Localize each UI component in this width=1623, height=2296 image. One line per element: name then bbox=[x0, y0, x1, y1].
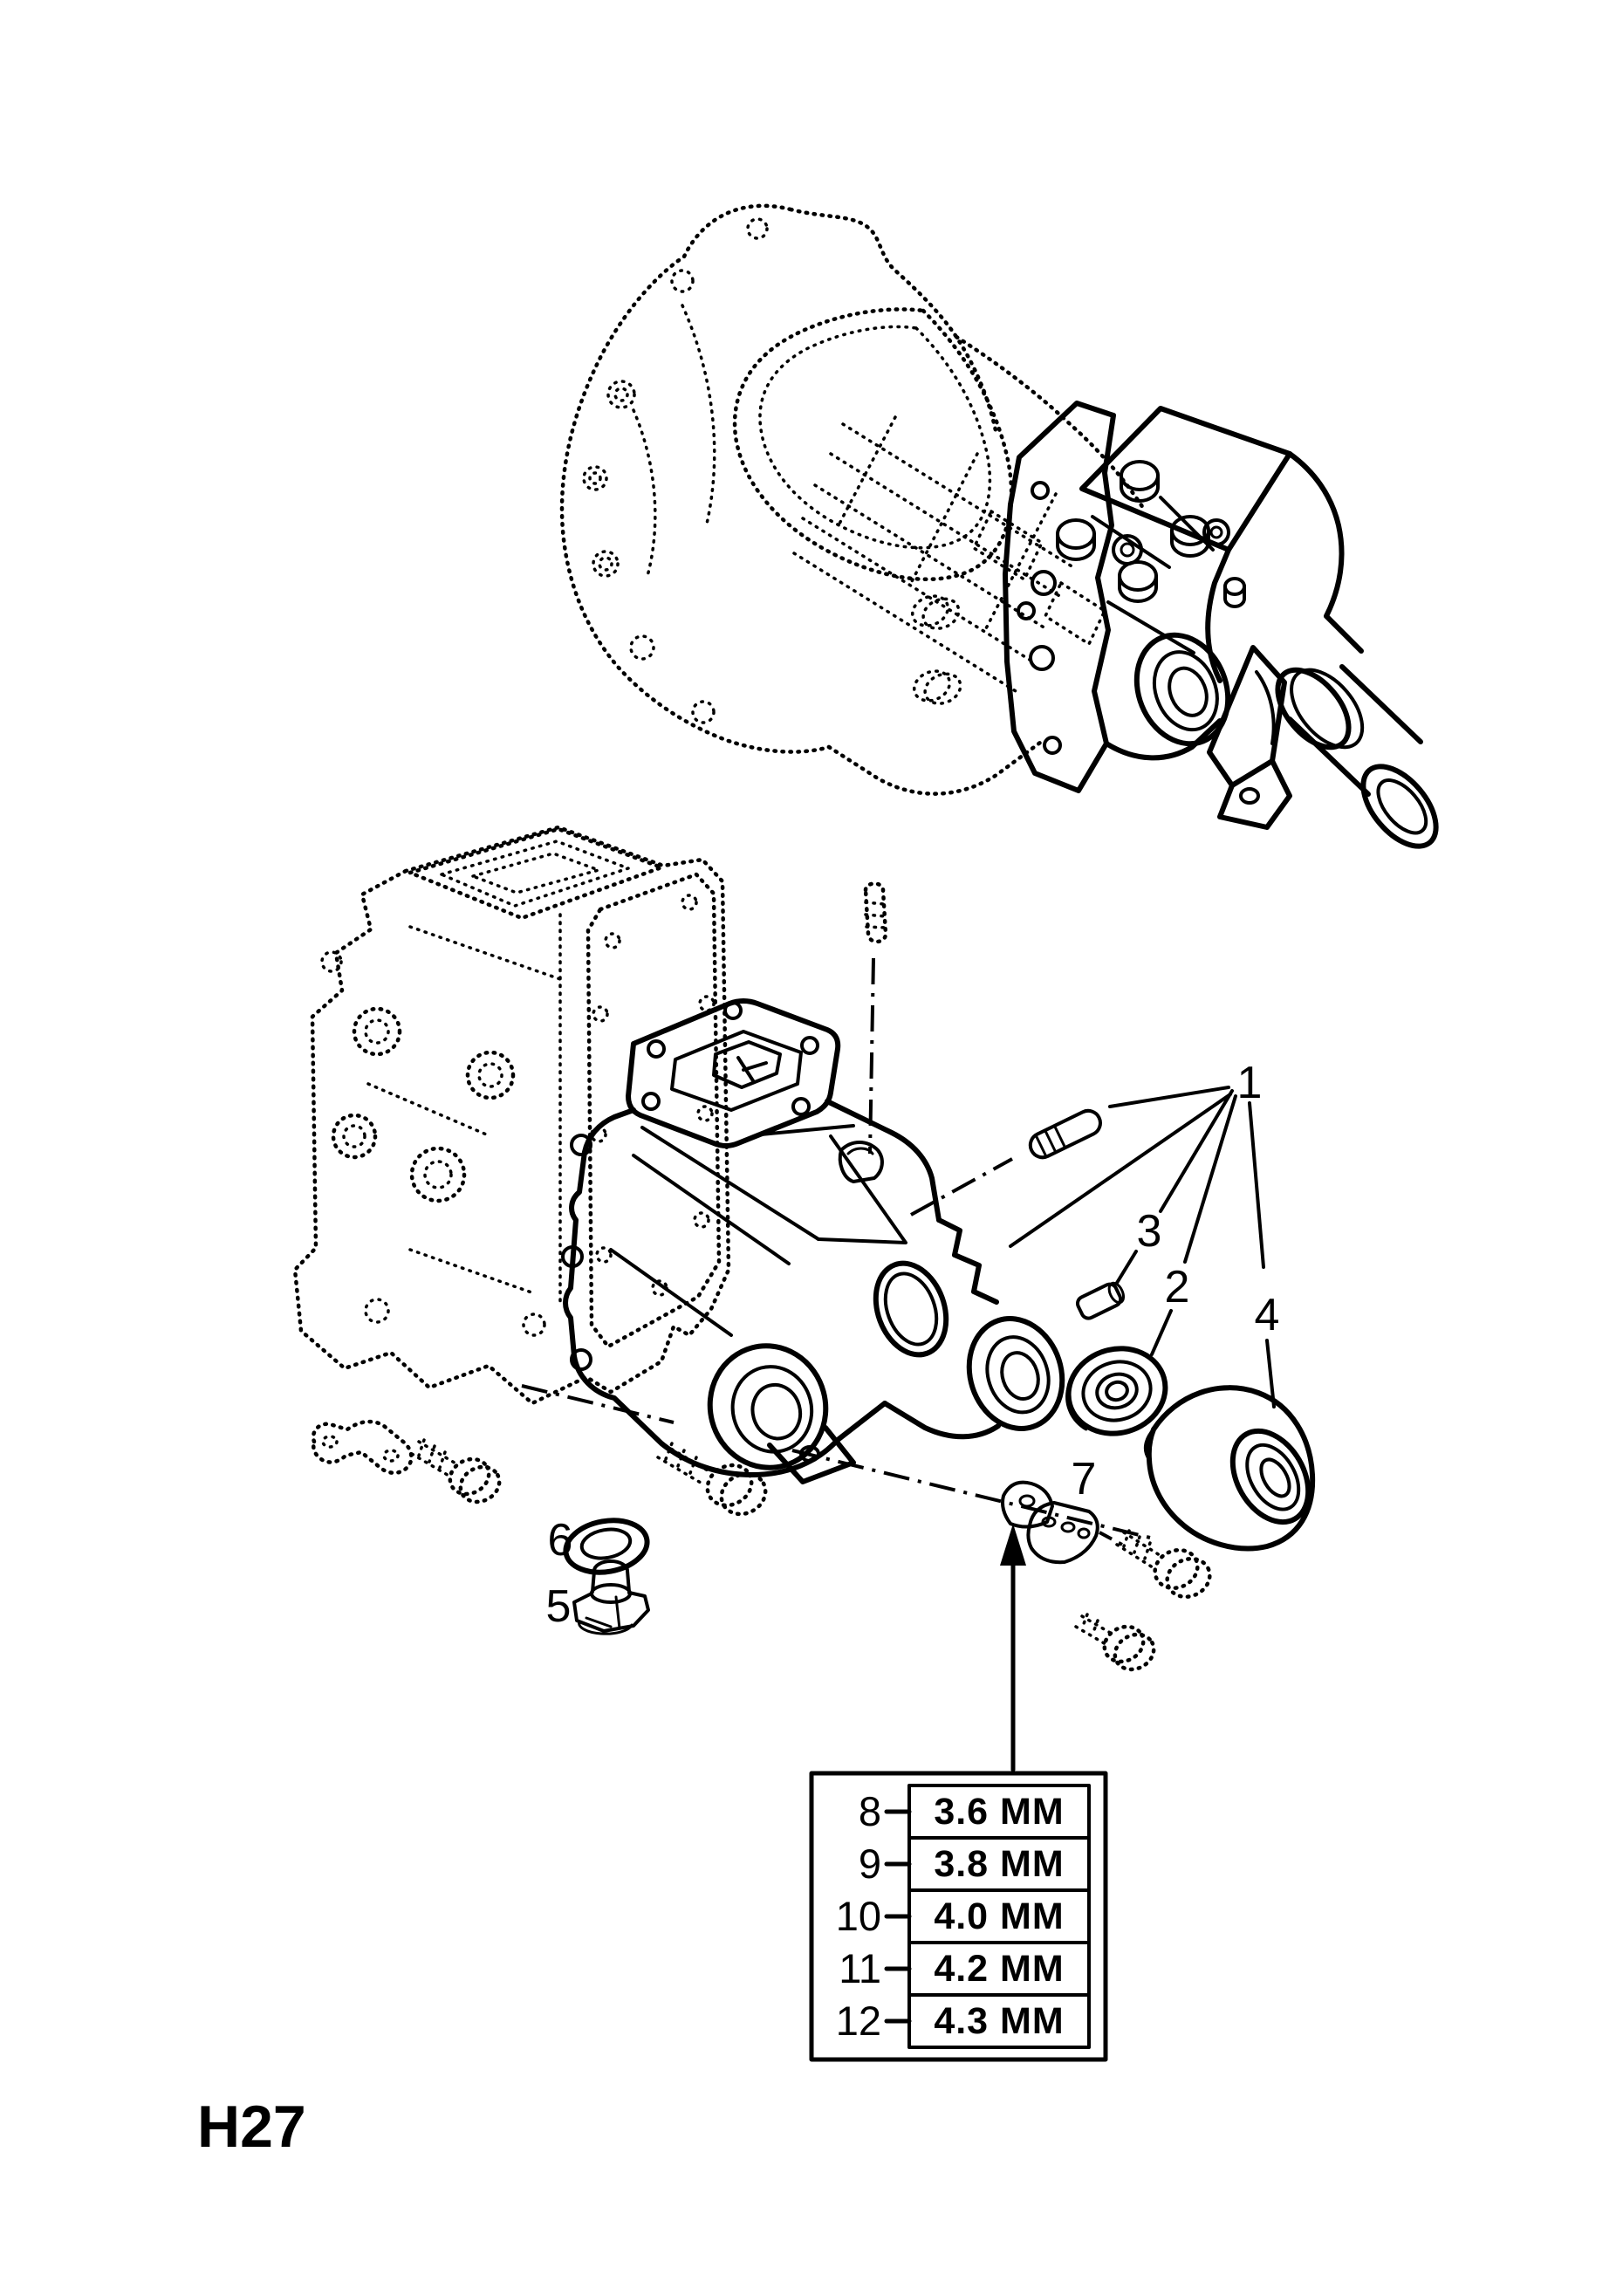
callout-4: 4 bbox=[1255, 1290, 1280, 1340]
damper-cylinder-part-4 bbox=[1143, 1385, 1316, 1552]
table-ref-12: 12 bbox=[836, 1998, 881, 2044]
stud-part-1 bbox=[1028, 1108, 1102, 1160]
callout-6: 6 bbox=[548, 1515, 573, 1566]
rear-housing-ghost bbox=[292, 825, 731, 1406]
bolt-ghost-centre bbox=[656, 1442, 768, 1517]
bolt-ghost-right-upper bbox=[1115, 1529, 1212, 1600]
shim-selection-arrow bbox=[1000, 1524, 1026, 1772]
callout-1: 1 bbox=[1237, 1058, 1263, 1108]
axis-centre-line-left bbox=[521, 1384, 675, 1424]
transfer-housing bbox=[561, 998, 1065, 1484]
table-value-row-1: 3.6 MM bbox=[934, 1791, 1064, 1833]
callout-5: 5 bbox=[546, 1581, 572, 1632]
transfer-case-assembled bbox=[1003, 401, 1439, 849]
bracket-ghost bbox=[311, 1419, 414, 1475]
table-value-row-5: 4.3 MM bbox=[934, 2000, 1064, 2042]
stud-centre-line bbox=[910, 1157, 1013, 1217]
dowel-pin-part-3 bbox=[1075, 1281, 1126, 1320]
callout-3: 3 bbox=[1137, 1206, 1162, 1257]
table-ref-11: 11 bbox=[839, 1945, 881, 1991]
table-ref-10: 10 bbox=[836, 1893, 881, 1939]
shim-size-table: 8 9 10 11 12 3.6 MM 3.8 MM 4.0 MM 4.2 MM… bbox=[809, 1771, 1108, 2062]
table-ref-9: 9 bbox=[859, 1840, 881, 1887]
callout-7: 7 bbox=[1072, 1454, 1097, 1504]
page-code: H27 bbox=[197, 2094, 306, 2160]
table-value-column bbox=[907, 1784, 1091, 2049]
table-value-row-2: 3.8 MM bbox=[934, 1843, 1064, 1885]
cap-bolt bbox=[1120, 460, 1160, 503]
bolt-ghost-left bbox=[410, 1438, 502, 1504]
bolt-ghost-right-lower bbox=[1074, 1613, 1156, 1672]
up-arrow-icon bbox=[1000, 1524, 1026, 1566]
small-stud bbox=[1223, 577, 1246, 608]
breather-centre-line bbox=[868, 957, 875, 1155]
table-value-row-3: 4.0 MM bbox=[934, 1895, 1064, 1937]
drain-plug-part-5 bbox=[572, 1559, 650, 1635]
shim-parts-7 bbox=[1001, 1480, 1123, 1565]
bearing-part-2 bbox=[1065, 1346, 1168, 1436]
table-ref-8: 8 bbox=[859, 1788, 881, 1834]
pipe-end bbox=[1360, 764, 1439, 849]
breather-stud-ghost bbox=[863, 881, 888, 944]
bell-housing-ghost bbox=[559, 203, 1014, 754]
cap-bolt bbox=[1118, 560, 1158, 603]
seal-washer-part-6 bbox=[563, 1518, 650, 1575]
assembled-transmission-view bbox=[559, 203, 1439, 849]
callout-2: 2 bbox=[1165, 1262, 1190, 1312]
callout-leader-lines bbox=[1009, 1086, 1276, 1408]
exploded-transfer-box-view: 1 2 3 4 5 6 7 bbox=[292, 825, 1316, 1672]
front-output-boss bbox=[1133, 632, 1231, 747]
table-value-row-4: 4.2 MM bbox=[934, 1948, 1064, 1990]
axis-centre-line-right bbox=[791, 1449, 1151, 1539]
cap-bolt bbox=[1056, 518, 1096, 561]
